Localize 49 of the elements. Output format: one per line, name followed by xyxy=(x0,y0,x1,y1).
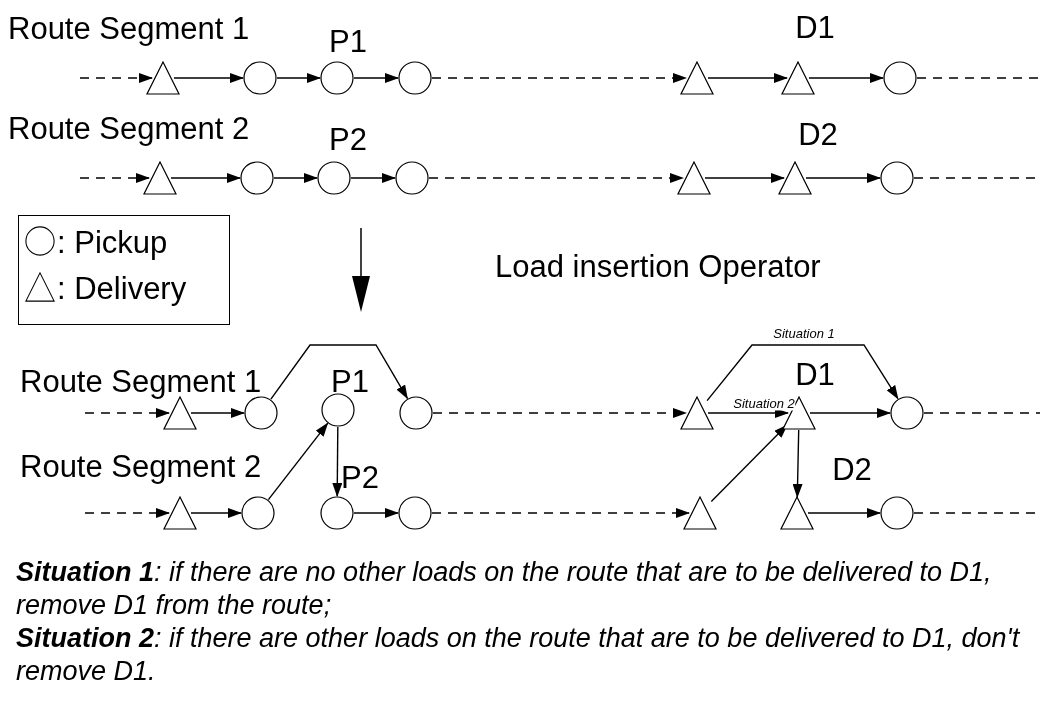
arrow xyxy=(428,173,684,183)
arrow xyxy=(353,73,399,83)
arrow xyxy=(270,344,409,400)
arrow xyxy=(704,173,785,183)
node-label: P2 xyxy=(341,461,379,495)
arrow xyxy=(79,73,153,83)
connector-line xyxy=(916,77,1041,79)
node-label: D2 xyxy=(798,118,838,152)
arrow xyxy=(190,408,245,418)
arrow xyxy=(173,73,244,83)
note-text: Situation 2: if there are other loads on the route that are to be delivered to D1, don't remove D1. xyxy=(16,622,1021,688)
arrow xyxy=(267,422,329,501)
arrow xyxy=(805,173,881,183)
node-label: D1 xyxy=(795,358,835,392)
arrow xyxy=(807,508,881,518)
arrow xyxy=(808,73,884,83)
text-label: Route Segment 2 xyxy=(8,112,250,146)
arrow xyxy=(792,429,803,498)
arrow xyxy=(332,426,343,497)
node-label: D2 xyxy=(832,453,872,487)
arrow xyxy=(84,508,170,518)
legend-label: : Delivery xyxy=(57,272,187,306)
arrow xyxy=(432,408,687,418)
arrow xyxy=(431,73,687,83)
arrow xyxy=(273,173,318,183)
arrow xyxy=(350,173,396,183)
arrow xyxy=(707,73,788,83)
arrow xyxy=(190,508,242,518)
arrow xyxy=(170,173,241,183)
node-label: P1 xyxy=(329,25,367,59)
text-label: Route Segment 1 xyxy=(20,365,262,399)
legend-label: : Pickup xyxy=(57,226,168,260)
arrow xyxy=(79,173,150,183)
arrow xyxy=(710,424,788,503)
node-label: P2 xyxy=(329,123,367,157)
arrow xyxy=(84,408,170,418)
arrow xyxy=(707,408,789,418)
arrow xyxy=(431,508,690,518)
arrow xyxy=(353,508,399,518)
connector-line xyxy=(923,412,1041,414)
arrow xyxy=(809,408,891,418)
arrow xyxy=(276,73,321,83)
text-label: Route Segment 2 xyxy=(20,450,262,484)
arrow xyxy=(706,344,899,402)
node-label: D1 xyxy=(795,11,835,45)
text-label: Route Segment 1 xyxy=(8,12,250,46)
node-label: P1 xyxy=(331,365,369,399)
text-label: Load insertion Operator xyxy=(495,250,821,284)
note-text: Situation 1: if there are no other loads on the route that are to be delivered to D1, remove D1 from the route; xyxy=(16,556,993,622)
